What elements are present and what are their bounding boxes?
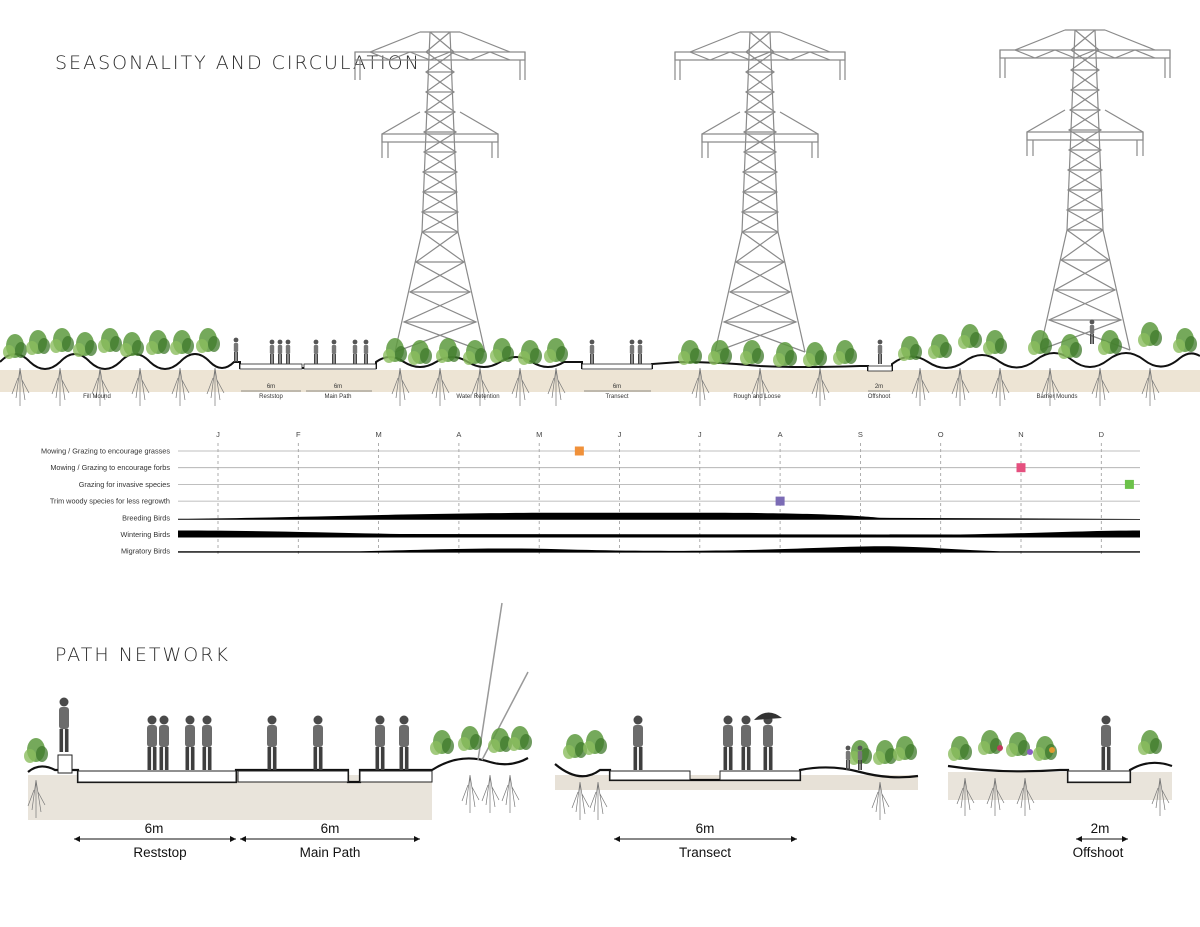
month-label: M [375, 430, 381, 439]
top-section-labels: Fill Mound 6m 6m Reststop Main Path Wate… [83, 384, 1077, 400]
calendar-row-label: Grazing for invasive species [79, 480, 171, 489]
person-offshoot [1101, 715, 1111, 770]
ground-line-2 [554, 763, 919, 782]
people-section-1 [59, 697, 409, 770]
main-path-slab-a [237, 770, 349, 783]
main-path-slab-b [359, 770, 433, 783]
month-label: S [858, 430, 863, 439]
label-reststop-top: Reststop [259, 394, 283, 400]
label-reststop: Reststop [133, 845, 186, 860]
transect-slab-b [719, 770, 801, 781]
activity-marker [1016, 463, 1026, 473]
reststop-slab [77, 770, 237, 783]
umbrella-icon [754, 712, 782, 720]
label-barrier-mounds: Barrier Mounds [1036, 394, 1077, 400]
label-transect: Transect [679, 845, 731, 860]
tower-leg-a [477, 602, 503, 761]
path-network-title: PATH NETWORK [55, 644, 230, 666]
calendar-row-label: Wintering Birds [121, 530, 171, 539]
wintering-birds-band [178, 530, 1140, 538]
path-slab-main [303, 363, 377, 370]
calendar-row-label: Trim woody species for less regrowth [50, 497, 170, 506]
path-slab-transect [581, 363, 653, 370]
dim-reststop: 6m [145, 821, 164, 836]
transmission-tower-3 [999, 29, 1171, 351]
vegetation-offshoot [948, 730, 1170, 817]
label-transect-top: Transect [605, 394, 628, 400]
month-label: A [456, 430, 461, 439]
dim-main-path-top: 6m [334, 384, 342, 390]
label-main-path: Main Path [300, 845, 361, 860]
vegetation-right-1 [430, 726, 532, 814]
soil-block-3 [948, 772, 1172, 800]
dim-offshoot-top: 2m [875, 384, 883, 390]
month-label: J [698, 430, 702, 439]
ground-line-1 [27, 757, 529, 784]
transmission-tower-2 [674, 31, 846, 353]
soil-block-1 [28, 775, 432, 820]
calendar-row-label: Breeding Birds [122, 513, 170, 522]
month-label: J [618, 430, 622, 439]
dim-transect: 6m [696, 821, 715, 836]
calendar-row-label: Mowing / Grazing to encourage grasses [41, 447, 170, 456]
bottom-dimensions: 6m 6m 6m 2m Reststop Main Path Transect … [74, 821, 1128, 860]
label-rough-and-loose: Rough and Loose [733, 394, 781, 400]
transmission-tower-1 [354, 31, 526, 353]
transect-slab-a [609, 770, 691, 781]
seasonality-title: SEASONALITY AND CIRCULATION [55, 52, 421, 74]
activity-marker [1124, 479, 1134, 489]
dim-transect-top: 6m [613, 384, 621, 390]
month-label: J [216, 430, 220, 439]
dim-main-path: 6m [321, 821, 340, 836]
bench [57, 754, 73, 774]
month-label: D [1099, 430, 1105, 439]
activity-marker [775, 496, 785, 506]
month-label: N [1018, 430, 1023, 439]
activity-marker [574, 446, 584, 456]
label-fill-mound: Fill Mound [83, 394, 111, 400]
seasonal-calendar: J F M A M J J A S O N D Mowing / Grazing to encourag… [41, 430, 1140, 556]
path-network-section: 6m 6m 6m 2m Reststop Main Path Transect … [24, 602, 1173, 860]
calendar-row-label: Migratory Birds [121, 547, 170, 556]
label-offshoot: Offshoot [1073, 845, 1124, 860]
month-label: O [938, 430, 944, 439]
month-label: A [778, 430, 783, 439]
label-offshoot-top: Offshoot [868, 394, 891, 400]
dim-reststop-top: 6m [267, 384, 275, 390]
breeding-birds-band [178, 512, 1140, 520]
people-section-2 [633, 715, 863, 770]
offshoot-slab [1067, 770, 1131, 783]
dim-offshoot: 2m [1091, 821, 1110, 836]
label-main-path-top: Main Path [324, 394, 351, 400]
path-slab-reststop [239, 363, 303, 370]
ground-line-3 [947, 761, 1173, 784]
soil-band [0, 370, 1200, 392]
migratory-birds-band [178, 546, 1140, 553]
label-water-retention: Water Retention [456, 394, 499, 400]
path-slab-offshoot [867, 365, 893, 372]
month-label: M [536, 430, 542, 439]
site-section [0, 319, 1200, 407]
calendar-row-label: Mowing / Grazing to encourage forbs [50, 463, 170, 472]
month-label: F [296, 430, 301, 439]
